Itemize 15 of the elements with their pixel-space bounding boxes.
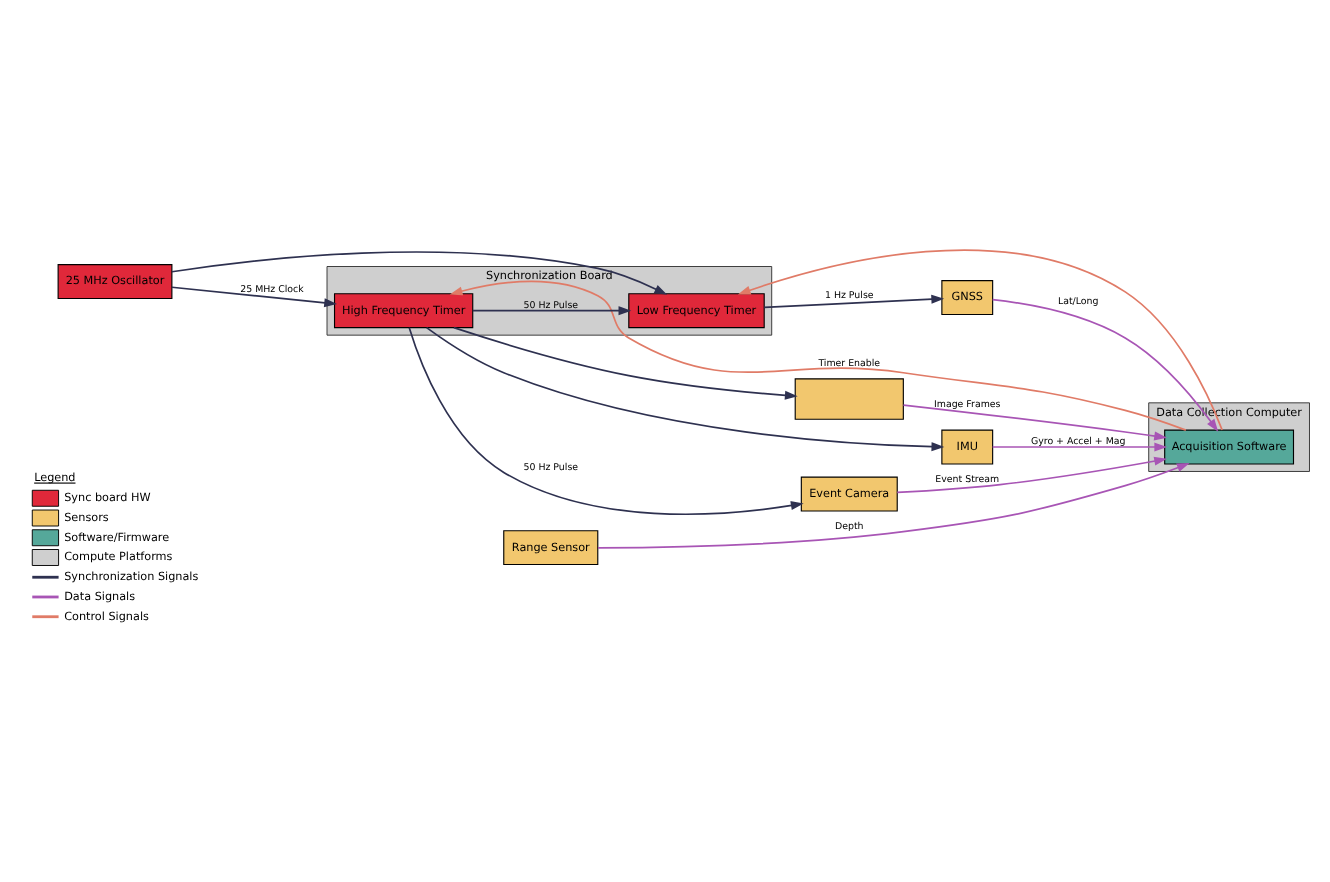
arrow — [449, 280, 1187, 431]
arrow — [408, 326, 804, 516]
arrow — [171, 286, 338, 308]
arrow — [171, 251, 668, 295]
arrow — [763, 294, 945, 309]
arrow — [471, 306, 632, 316]
arrow — [896, 456, 1168, 494]
arrow — [991, 298, 1219, 432]
arrow — [737, 249, 1223, 431]
node-box — [794, 378, 904, 420]
arrow — [991, 442, 1168, 452]
arrow — [597, 463, 1190, 549]
arrow — [902, 404, 1168, 441]
arrow — [425, 326, 945, 452]
arrow — [453, 326, 798, 400]
